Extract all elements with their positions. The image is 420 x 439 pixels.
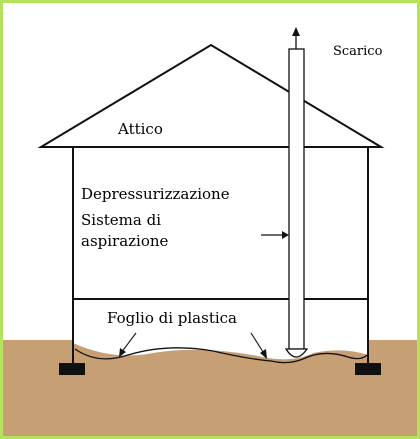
plastic-arrow-left-head <box>119 348 126 357</box>
pipe-suction-point <box>284 348 309 358</box>
label-scarico: Scarico <box>333 44 383 59</box>
label-foglio: Foglio di plastica <box>107 309 237 327</box>
vent-pipe <box>288 48 305 350</box>
right-footing <box>355 363 381 375</box>
label-sistema-line1: Sistema di <box>81 211 161 229</box>
exhaust-arrow-head <box>292 27 300 36</box>
suction-arrow-head <box>282 231 289 239</box>
radon-mitigation-diagram: Scarico Attico Depressurizzazione Sistem… <box>3 27 417 436</box>
roof <box>37 43 385 148</box>
left-footing <box>59 363 85 375</box>
label-sistema-line2: aspirazione <box>81 232 169 250</box>
plastic-sheet <box>74 347 368 364</box>
label-attico: Attico <box>117 120 163 138</box>
plastic-arrow-left-line <box>120 332 137 354</box>
ground <box>3 340 417 436</box>
plastic-arrow-right-head <box>260 349 267 359</box>
label-depressurizzazione: Depressurizzazione <box>81 185 230 203</box>
